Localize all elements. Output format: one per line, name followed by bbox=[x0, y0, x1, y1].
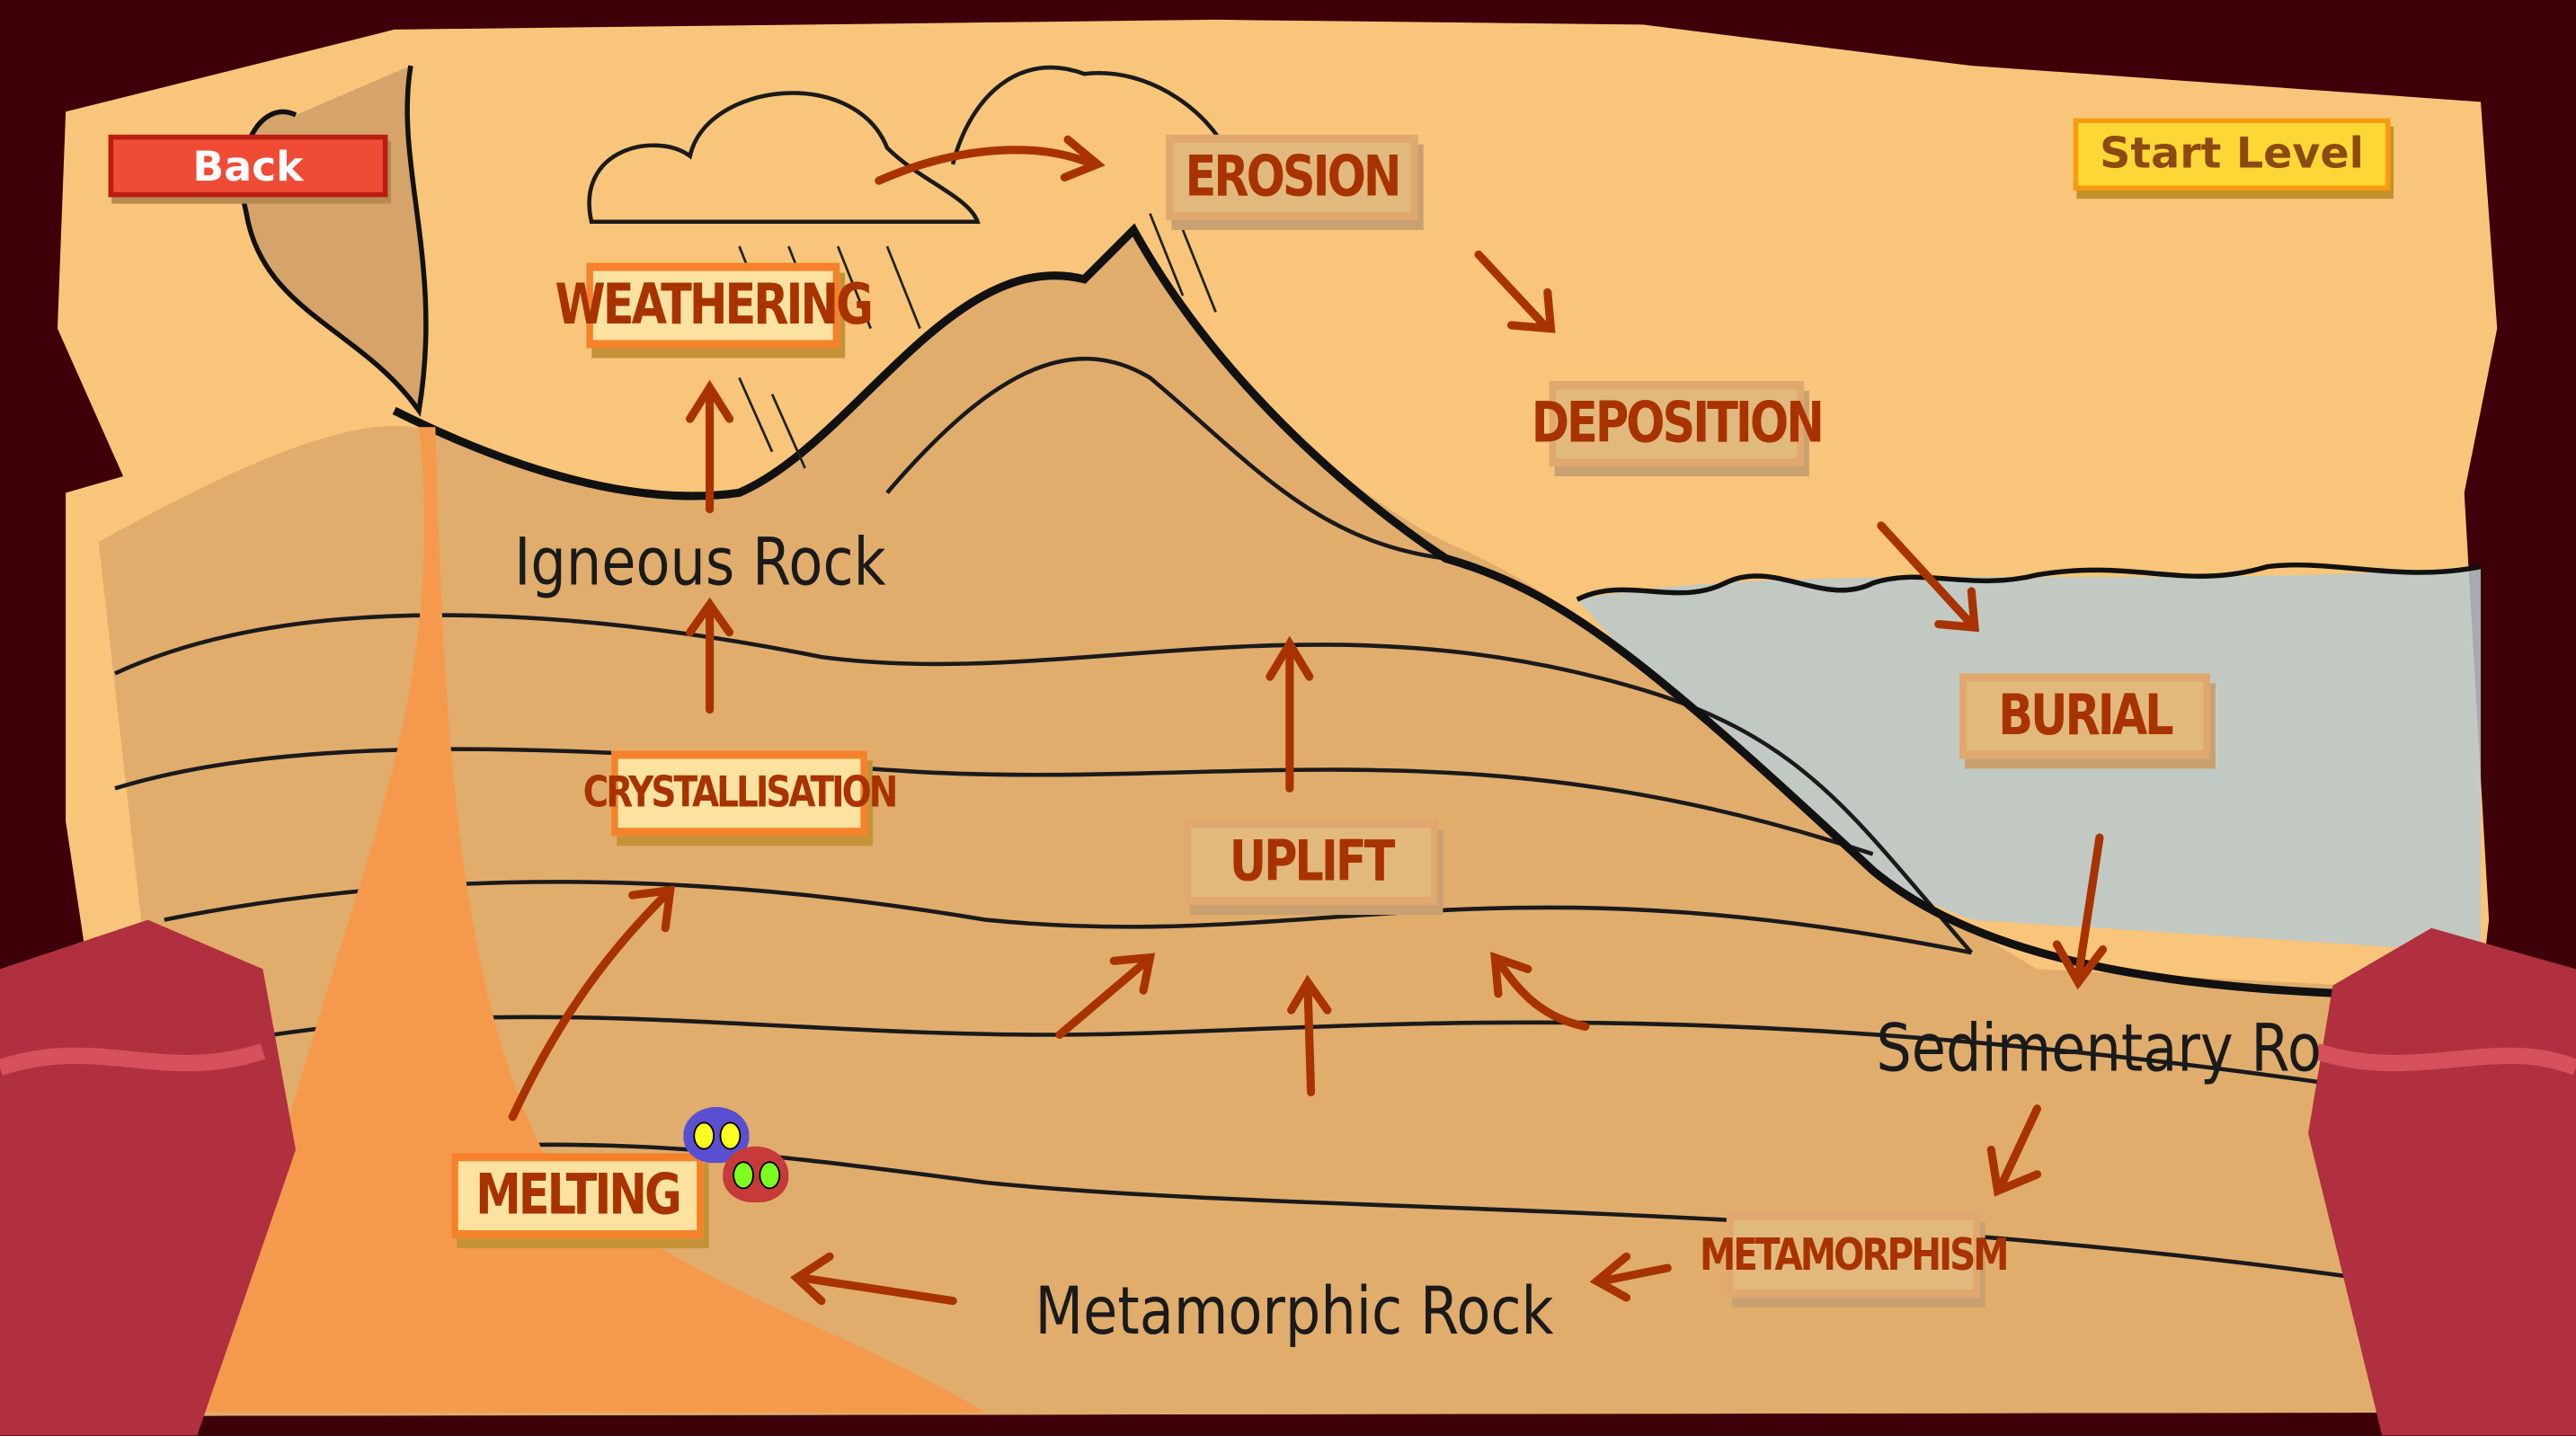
cycle-arrows bbox=[508, 135, 2108, 1306]
stage-burial[interactable]: BURIAL bbox=[1959, 673, 2210, 759]
igneous-rock-label: Igneous Rock bbox=[514, 525, 886, 601]
start-level-button[interactable]: Start Level bbox=[2073, 118, 2391, 191]
sedimentary-rock-label: Sedimentary Ro bbox=[1876, 1011, 2322, 1088]
lava-flow bbox=[197, 427, 986, 1413]
stage-deposition[interactable]: DEPOSITION bbox=[1532, 381, 1825, 467]
curtain-right bbox=[2308, 927, 2576, 1436]
stage-metamorphism[interactable]: METAMORPHISM bbox=[1700, 1211, 2010, 1298]
stage-uplift[interactable]: UPLIFT bbox=[1184, 820, 1438, 906]
back-button[interactable]: Back bbox=[108, 134, 388, 198]
stage-melting[interactable]: MELTING bbox=[451, 1153, 704, 1239]
mountain-outline bbox=[392, 223, 2349, 998]
red-cat-player-icon bbox=[723, 1146, 789, 1202]
curtain-left bbox=[0, 919, 297, 1436]
stage-erosion[interactable]: EROSION bbox=[1166, 134, 1418, 220]
sea bbox=[1577, 566, 2481, 953]
stage-weathering[interactable]: WEATHERING bbox=[555, 262, 874, 349]
stage-crystallisation[interactable]: CRYSTALLISATION bbox=[583, 750, 898, 837]
waves bbox=[1576, 562, 2482, 602]
metamorphic-rock-label: Metamorphic Rock bbox=[1035, 1274, 1554, 1351]
